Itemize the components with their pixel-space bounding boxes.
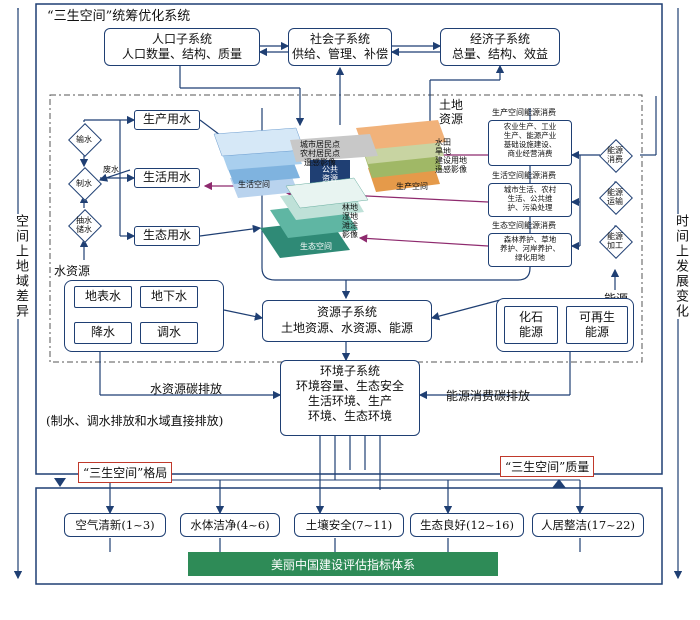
left-axis-label: 空间上地域差异 xyxy=(11,214,30,319)
living-energy-body: 城市生活、农村 生活、公共维 护、污染处理 xyxy=(503,185,557,212)
production-space-label: 生产空间 xyxy=(396,182,428,191)
rain-box: 降水 xyxy=(74,322,132,344)
renewable-energy-text: 可再生 能源 xyxy=(578,310,615,339)
resource-subsystem-body: 土地资源、水资源、能源 xyxy=(280,321,413,335)
energy-emission-label: 能源消费碳排放 xyxy=(446,389,531,403)
energy-transport-diamond: 能源 运输 xyxy=(599,181,633,215)
living-space-text: 城市居民点 农村居民点 遥感影像 xyxy=(300,140,340,167)
withdraw-water-diamond: 抽水 储水 xyxy=(68,209,102,243)
water-emission-title: 水资源碳排放 xyxy=(150,382,223,396)
land-layers-graphic xyxy=(213,120,446,258)
waste-water-label: 废水 xyxy=(103,165,119,174)
right-axis-label: 时间上发展变化 xyxy=(671,214,690,319)
surface-water-box: 地表水 xyxy=(74,286,132,308)
environment-body: 环境容量、生态安全 生活环境、生产 环境、生态环境 xyxy=(295,379,404,423)
withdraw-water-label: 抽水 储水 xyxy=(76,216,92,234)
eco-energy-title: 生态空间能源消费 xyxy=(492,221,556,230)
economy-title: 经济子系统 xyxy=(469,32,530,46)
transfer-water-label: 输水 xyxy=(76,134,92,144)
environment-title: 环境子系统 xyxy=(319,364,380,378)
energy-processing-diamond: 能源 加工 xyxy=(599,225,633,259)
economy-subsystem-box: 经济子系统 总量、结构、效益 xyxy=(440,28,560,66)
social-body: 供给、管理、补偿 xyxy=(291,47,388,61)
center-layer xyxy=(290,134,378,162)
resource-subsystem-title: 资源子系统 xyxy=(316,305,377,319)
treat-water-diamond: 制水 xyxy=(68,167,102,201)
quality-label: “三生空间”质量 xyxy=(500,456,595,477)
energy-consumption-label: 能源 消费 xyxy=(607,146,623,164)
population-subsystem-box: 人口子系统 人口数量、结构、质量 xyxy=(104,28,260,66)
land-resource-label: 土地 资源 xyxy=(439,98,464,126)
resource-subsystem-box: 资源子系统 土地资源、水资源、能源 xyxy=(262,300,432,342)
production-water-box: 生产用水 xyxy=(134,110,200,130)
population-body: 人口数量、结构、质量 xyxy=(121,47,242,61)
eco-energy-body: 森林养护、草地 养护、河岸养护、 绿化用地 xyxy=(500,235,560,262)
social-subsystem-box: 社会子系统 供给、管理、补偿 xyxy=(288,28,392,66)
water-emission-body: (制水、调水排放和水域直接排放) xyxy=(46,412,224,429)
public-resource-label: 公共 资源 xyxy=(322,165,338,183)
evaluation-system-label: 美丽中国建设评估指标体系 xyxy=(270,557,415,572)
fossil-energy-text: 化石 能源 xyxy=(518,310,543,339)
indicator-habitat: 人居整洁(17~22) xyxy=(532,513,644,537)
water-resource-label: 水资源 xyxy=(54,264,91,278)
living-space-label: 生活空间 xyxy=(238,180,270,189)
energy-processing-label: 能源 加工 xyxy=(607,232,623,250)
energy-transport-label: 能源 运输 xyxy=(607,188,623,206)
eco-space-label: 生态空间 xyxy=(300,242,332,251)
living-water-box: 生活用水 xyxy=(134,168,200,188)
treat-water-label: 制水 xyxy=(76,178,92,188)
living-energy-title: 生活空间能源消费 xyxy=(492,171,556,180)
population-title: 人口子系统 xyxy=(151,32,212,46)
production-space-text: 水田 旱地 建设用地 遥感影像 xyxy=(435,138,467,174)
renewable-energy-box: 可再生 能源 xyxy=(566,306,628,344)
system-title: “三生空间”统筹优化系统 xyxy=(44,5,194,24)
fossil-energy-box: 化石 能源 xyxy=(504,306,558,344)
social-title: 社会子系统 xyxy=(309,32,370,46)
indicator-eco: 生态良好(12~16) xyxy=(410,513,524,537)
production-energy-box: 农业生产、工业 生产、能源产业 基础设施建设、 商业经营消费 xyxy=(488,120,572,166)
indicator-air: 空气清新(1~3) xyxy=(64,513,166,537)
living-energy-box: 城市生活、农村 生活、公共维 护、污染处理 xyxy=(488,183,572,217)
energy-consumption-diamond: 能源 消费 xyxy=(599,139,633,173)
economy-body: 总量、结构、效益 xyxy=(451,47,548,61)
evaluation-system-bar: 美丽中国建设评估指标体系 xyxy=(188,552,498,576)
transfer-water-box: 调水 xyxy=(140,322,198,344)
transfer-water-diamond: 输水 xyxy=(68,123,102,157)
eco-layer-roof xyxy=(285,177,369,209)
production-energy-title: 生产空间能源消费 xyxy=(492,108,556,117)
ecological-water-box: 生态用水 xyxy=(134,226,200,246)
indicator-water: 水体洁净(4~6) xyxy=(180,513,280,537)
environment-subsystem-box: 环境子系统 环境容量、生态安全 生活环境、生产 环境、生态环境 xyxy=(280,360,420,436)
production-layer-roof xyxy=(356,120,446,150)
eco-space-text: 林地 湿地 滩涂 影像 xyxy=(342,203,358,239)
eco-energy-box: 森林养护、草地 养护、河岸养护、 绿化用地 xyxy=(488,233,572,267)
indicator-soil: 土壤安全(7~11) xyxy=(294,513,404,537)
ground-water-box: 地下水 xyxy=(140,286,198,308)
pattern-label: “三生空间”格局 xyxy=(78,462,173,483)
production-energy-body: 农业生产、工业 生产、能源产业 基础设施建设、 商业经营消费 xyxy=(503,122,557,158)
